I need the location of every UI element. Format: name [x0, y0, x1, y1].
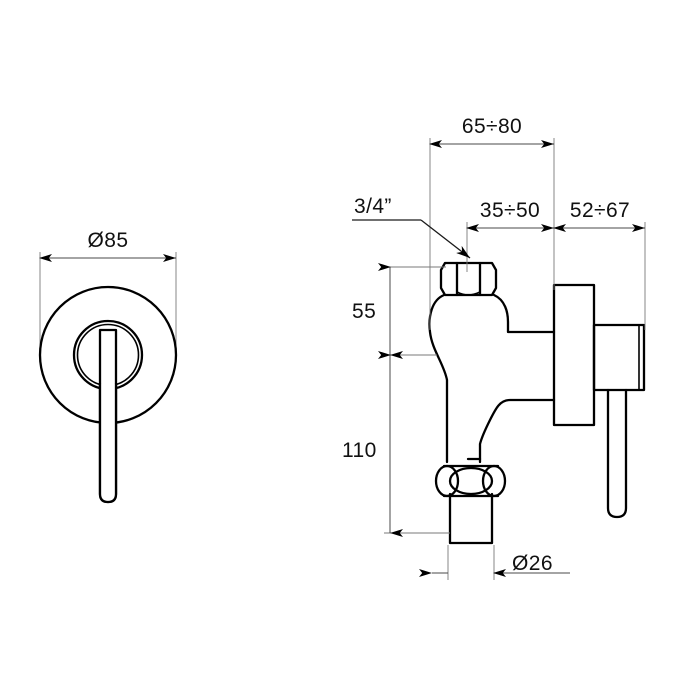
hex-nut-chamfer-arc — [456, 291, 481, 296]
escutcheon-inner-circle-outer — [72, 319, 144, 391]
escutcheon-lever-stem — [98, 382, 118, 504]
handle-block-assembly — [552, 283, 646, 519]
hex-nut-outline — [439, 261, 498, 297]
handle-lever-arm — [606, 388, 628, 519]
dimension-label-body-depth: 35÷50 — [480, 199, 540, 222]
handle-cap-block — [592, 323, 646, 392]
dimension-label-upper-height: 55 — [352, 300, 376, 323]
dimension-label-escutcheon-diameter: Ø85 — [88, 229, 129, 252]
front-view-escutcheon: Ø85 — [38, 229, 178, 504]
valve-body-lower-right-contour — [478, 398, 556, 464]
flange-boss-right — [481, 464, 507, 498]
handle-mounting-block — [552, 283, 596, 427]
flange-boss-center — [448, 466, 494, 496]
valve-body-upper-right-contour — [492, 293, 556, 334]
outlet-spigot — [448, 492, 494, 545]
side-view-valve-body: 65÷80 35÷50 52÷67 55 110 Ø26 3/4” — [342, 115, 646, 580]
outlet-spigot-outline — [448, 492, 494, 545]
escutcheon-inner-circle-inner — [76, 323, 140, 387]
leader-arrow-thread-size — [420, 219, 471, 259]
inlet-hex-nut — [439, 261, 498, 297]
dimension-label-thread-size: 3/4” — [354, 195, 392, 218]
dimension-label-lower-height: 110 — [342, 439, 377, 462]
flange-boss-left — [434, 464, 460, 498]
valve-body-left-contour — [428, 293, 449, 464]
dimension-label-outlet-diameter: Ø26 — [512, 552, 553, 575]
valve-flange-ring — [434, 464, 507, 498]
dimension-label-handle-depth: 52÷67 — [570, 199, 630, 222]
dimension-label-overall-depth: 65÷80 — [462, 115, 522, 138]
